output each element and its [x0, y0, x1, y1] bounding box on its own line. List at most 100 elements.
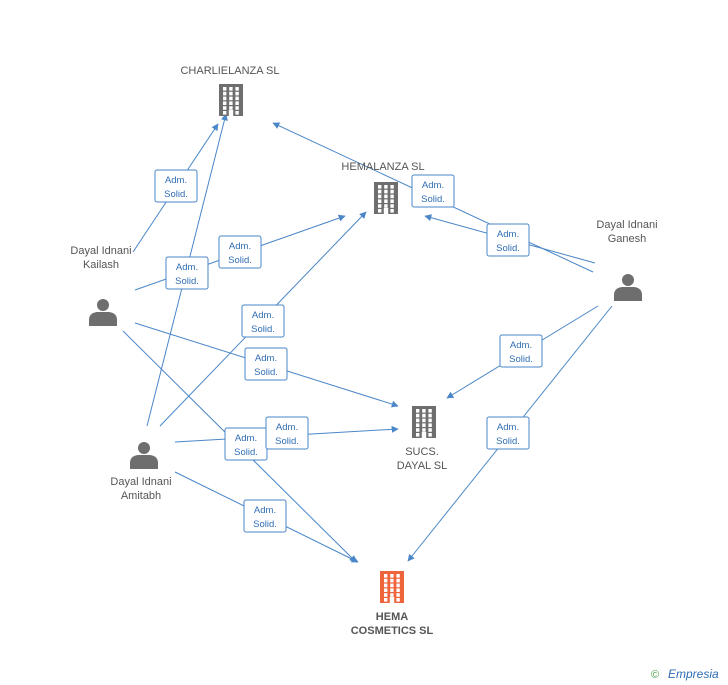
building-window	[223, 106, 227, 110]
role-badge-box	[411, 174, 455, 208]
building-window	[229, 87, 233, 91]
role-badge[interactable]: Adm.Solid.	[154, 169, 198, 203]
building-icon	[374, 182, 398, 214]
building-window	[390, 588, 394, 592]
person-head	[138, 442, 150, 454]
role-badge[interactable]: Adm.Solid.	[499, 334, 543, 368]
building-icon	[219, 84, 243, 116]
role-badge-box	[243, 499, 287, 533]
role-badge-line: Adm.	[254, 505, 276, 516]
node-label: COSMETICS SL	[351, 625, 434, 637]
role-badge-box	[241, 304, 285, 338]
person-body	[89, 312, 117, 326]
building-door	[389, 597, 395, 603]
role-badge-box	[486, 223, 530, 257]
node-sucs[interactable]: SUCS.DAYAL SL	[397, 406, 448, 472]
role-badge[interactable]: Adm.Solid.	[244, 347, 288, 381]
person-icon	[89, 299, 117, 326]
node-label: CHARLIELANZA SL	[180, 65, 279, 77]
building-window	[390, 583, 394, 588]
building-window	[422, 409, 426, 413]
building-window	[390, 194, 394, 199]
node-label: HEMALANZA SL	[341, 161, 424, 173]
building-window	[378, 189, 382, 194]
building-window	[384, 598, 388, 602]
building-window	[396, 598, 400, 602]
building-window	[390, 209, 394, 213]
role-badge-line: Solid.	[421, 194, 445, 205]
building-window	[384, 588, 388, 592]
role-badge[interactable]: Adm.Solid.	[486, 223, 530, 257]
role-badge-line: Adm.	[497, 422, 519, 433]
role-badge[interactable]: Adm. Solid.	[241, 304, 285, 338]
node-hema[interactable]: HEMA COSMETICS SL	[351, 571, 434, 637]
building-window	[229, 91, 233, 96]
building-window	[396, 574, 400, 578]
node-hemalanza[interactable]: HEMALANZA SL	[341, 161, 425, 214]
building-window	[390, 593, 394, 597]
building-icon	[380, 571, 404, 603]
role-badge-line: Solid.	[175, 276, 199, 287]
node-label: Dayal Idnani	[596, 219, 657, 231]
building-window	[428, 433, 432, 437]
role-badge[interactable]: Adm.Solid.	[411, 174, 455, 208]
role-badge-line: Solid.	[253, 519, 277, 530]
building-window	[428, 409, 432, 413]
role-badge[interactable]: Adm.Solid.	[265, 416, 309, 450]
role-badge-line: Adm.	[276, 422, 298, 433]
building-window	[416, 409, 420, 413]
node-label: Dayal Idnani	[70, 245, 131, 257]
building-window	[396, 578, 400, 583]
role-badge-line: Solid.	[234, 447, 258, 458]
building-window	[223, 96, 227, 101]
building-window	[422, 428, 426, 432]
role-badge-box	[499, 334, 543, 368]
building-window	[384, 185, 388, 189]
brand-logo[interactable]: Empresia	[668, 667, 719, 681]
building-window	[428, 423, 432, 427]
building-window	[416, 423, 420, 427]
role-badge[interactable]: Adm.Solid.	[218, 235, 262, 269]
role-badge-box	[486, 416, 530, 450]
node-label: DAYAL SL	[397, 460, 448, 472]
building-window	[235, 96, 239, 101]
role-badge-line: Solid.	[228, 255, 252, 266]
building-window	[378, 194, 382, 199]
person-icon	[614, 274, 642, 301]
role-badge-line: Adm.	[235, 433, 257, 444]
person-head	[97, 299, 109, 311]
building-window	[396, 593, 400, 597]
node-label: Amitabh	[121, 490, 161, 502]
building-window	[223, 91, 227, 96]
role-badge[interactable]: Adm. Solid.	[224, 427, 268, 461]
role-badge-box	[244, 347, 288, 381]
building-door	[383, 208, 389, 214]
building-window	[384, 583, 388, 588]
role-badge-line: Solid.	[254, 367, 278, 378]
node-label: Ganesh	[608, 233, 647, 245]
role-badge[interactable]: Adm. Solid.	[486, 416, 530, 450]
building-window	[235, 106, 239, 110]
building-window	[378, 185, 382, 189]
role-badge-line: Solid.	[496, 436, 520, 447]
role-badge-line: Adm.	[510, 340, 532, 351]
role-badge[interactable]: Adm.Solid.	[165, 256, 209, 290]
role-badge-line: Adm.	[252, 310, 274, 321]
role-badge-line: Solid.	[496, 243, 520, 254]
building-window	[235, 101, 239, 105]
node-charlielanza[interactable]: CHARLIELANZA SL	[180, 65, 280, 116]
building-window	[384, 194, 388, 199]
building-window	[390, 204, 394, 208]
building-window	[390, 189, 394, 194]
building-window	[384, 199, 388, 203]
node-label: HEMA	[376, 611, 408, 623]
building-door	[228, 110, 234, 116]
role-badge-line: Solid.	[251, 324, 275, 335]
building-window	[235, 111, 239, 115]
building-window	[378, 199, 382, 203]
role-badge[interactable]: Adm. Solid.	[243, 499, 287, 533]
